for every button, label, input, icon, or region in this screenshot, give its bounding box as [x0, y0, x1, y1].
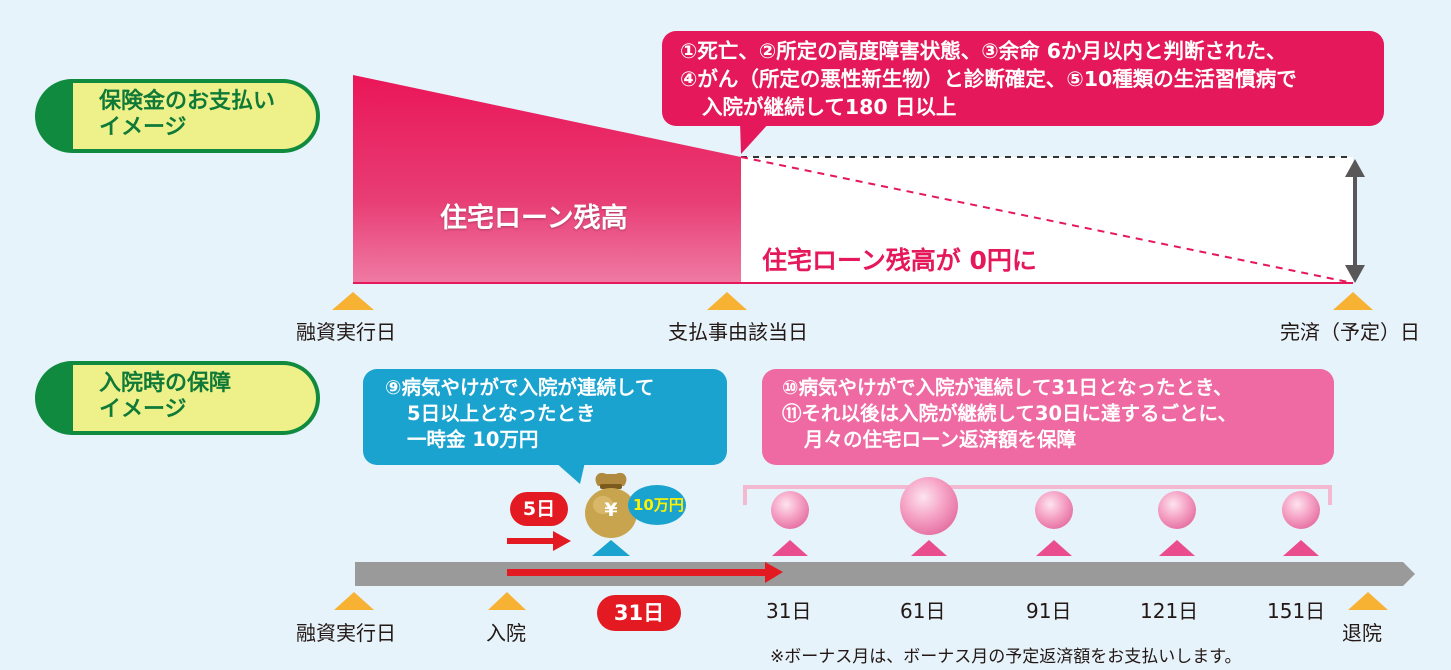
monthly-line-3: 月々の住宅ローン返済額を保障 — [804, 428, 1077, 451]
day-label-121: 121日 — [1140, 599, 1199, 623]
callout-pink-tail — [740, 122, 770, 154]
payment-conditions-callout: ①死亡、②所定の高度障害状態、③余命 6か月以内と判断された、 ④がん（所定の悪… — [662, 31, 1384, 126]
bracket-line — [743, 485, 1332, 505]
payment-ball-61 — [900, 477, 958, 535]
day-label-61: 61日 — [900, 599, 946, 623]
dashed-slope-line — [740, 156, 1354, 284]
callout-line-2: ④がん（所定の悪性新生物）と診断確定、⑤10種類の生活習慣病で — [680, 67, 1297, 91]
marker-triangle-loan-start — [332, 292, 374, 310]
tab-hospitalization-image: 入院時の保障 イメージ — [35, 361, 320, 435]
monthly-line-1: ⑩病気やけがで入院が連続して31日となったとき、 — [782, 376, 1233, 399]
tab-hospitalization-image-label: 入院時の保障 イメージ — [99, 371, 232, 422]
marker-triangle-event — [707, 292, 747, 310]
monthly-line-2: ⑪それ以後は入院が継続して30日に達するごとに、 — [782, 402, 1237, 425]
tab-payment-image: 保険金のお支払い イメージ — [35, 79, 320, 153]
marker-label-discharge: 退院 — [1342, 621, 1382, 645]
marker-triangle-loan-start-2 — [334, 592, 374, 610]
payment-ball-91 — [1035, 491, 1073, 529]
footnote: ※ボーナス月は、ボーナス月の予定返済額をお支払いします。 — [770, 647, 1242, 667]
payment-triangle-121 — [1159, 540, 1195, 556]
payment-triangle-91 — [1036, 540, 1072, 556]
monthly-coverage-callout: ⑩病気やけがで入院が連続して31日となったとき、 ⑪それ以後は入院が継続して30… — [762, 369, 1334, 465]
callout-blue-tail — [555, 462, 585, 484]
lump-sum-callout: ⑨病気やけがで入院が連続して 5日以上となったとき 一時金 10万円 — [363, 369, 727, 465]
payment-triangle-61 — [911, 540, 947, 556]
payment-triangle-151 — [1283, 540, 1319, 556]
arrow-31days-shaft — [507, 569, 767, 576]
timeline-bar — [355, 562, 1415, 586]
money-amount-label: 10万円 — [633, 496, 684, 514]
lump-sum-line-3: 一時金 10万円 — [407, 428, 539, 451]
badge-31-days: 31日 — [597, 595, 681, 631]
lump-sum-line-1: ⑨病気やけがで入院が連続して — [385, 376, 655, 399]
day-label-151: 151日 — [1267, 599, 1326, 623]
marker-label-loan-start: 融資実行日 — [296, 320, 396, 344]
loan-balance-label: 住宅ローン残高 — [440, 203, 628, 234]
marker-label-event: 支払事由該当日 — [668, 320, 808, 344]
marker-label-admission: 入院 — [486, 621, 526, 645]
payment-ball-151 — [1282, 491, 1320, 529]
badge-5-days: 5日 — [510, 492, 568, 526]
payment-triangle-31 — [772, 540, 808, 556]
marker-label-loan-start-2: 融資実行日 — [296, 621, 396, 645]
tab-payment-image-label: 保険金のお支払い イメージ — [99, 89, 276, 140]
lump-sum-line-2: 5日以上となったとき — [407, 402, 596, 425]
loan-balance-area — [353, 75, 741, 283]
double-arrow-head-bottom — [1345, 265, 1365, 283]
day-label-91: 91日 — [1026, 599, 1072, 623]
marker-label-completion: 完済（予定）日 — [1280, 320, 1420, 344]
marker-triangle-completion — [1333, 292, 1373, 310]
callout-line-1: ①死亡、②所定の高度障害状態、③余命 6か月以内と判断された、 — [680, 39, 1287, 63]
arrow-5days-head — [553, 531, 571, 551]
marker-triangle-discharge — [1348, 592, 1388, 610]
arrow-5days-shaft — [507, 538, 555, 544]
arrow-31days-head — [765, 562, 783, 583]
money-bag-icon — [585, 472, 637, 538]
double-arrow-head-top — [1345, 159, 1365, 177]
marker-triangle-admission — [488, 592, 526, 610]
money-amount-bubble — [628, 485, 686, 525]
yen-symbol: ¥ — [604, 499, 618, 521]
payment-ball-121 — [1158, 491, 1196, 529]
lump-sum-triangle — [592, 540, 630, 556]
payment-ball-31 — [771, 491, 809, 529]
zero-balance-label: 住宅ローン残高が 0円に — [762, 246, 1037, 275]
day-label-31: 31日 — [766, 599, 812, 623]
callout-line-3: 入院が継続して180 日以上 — [702, 95, 957, 119]
